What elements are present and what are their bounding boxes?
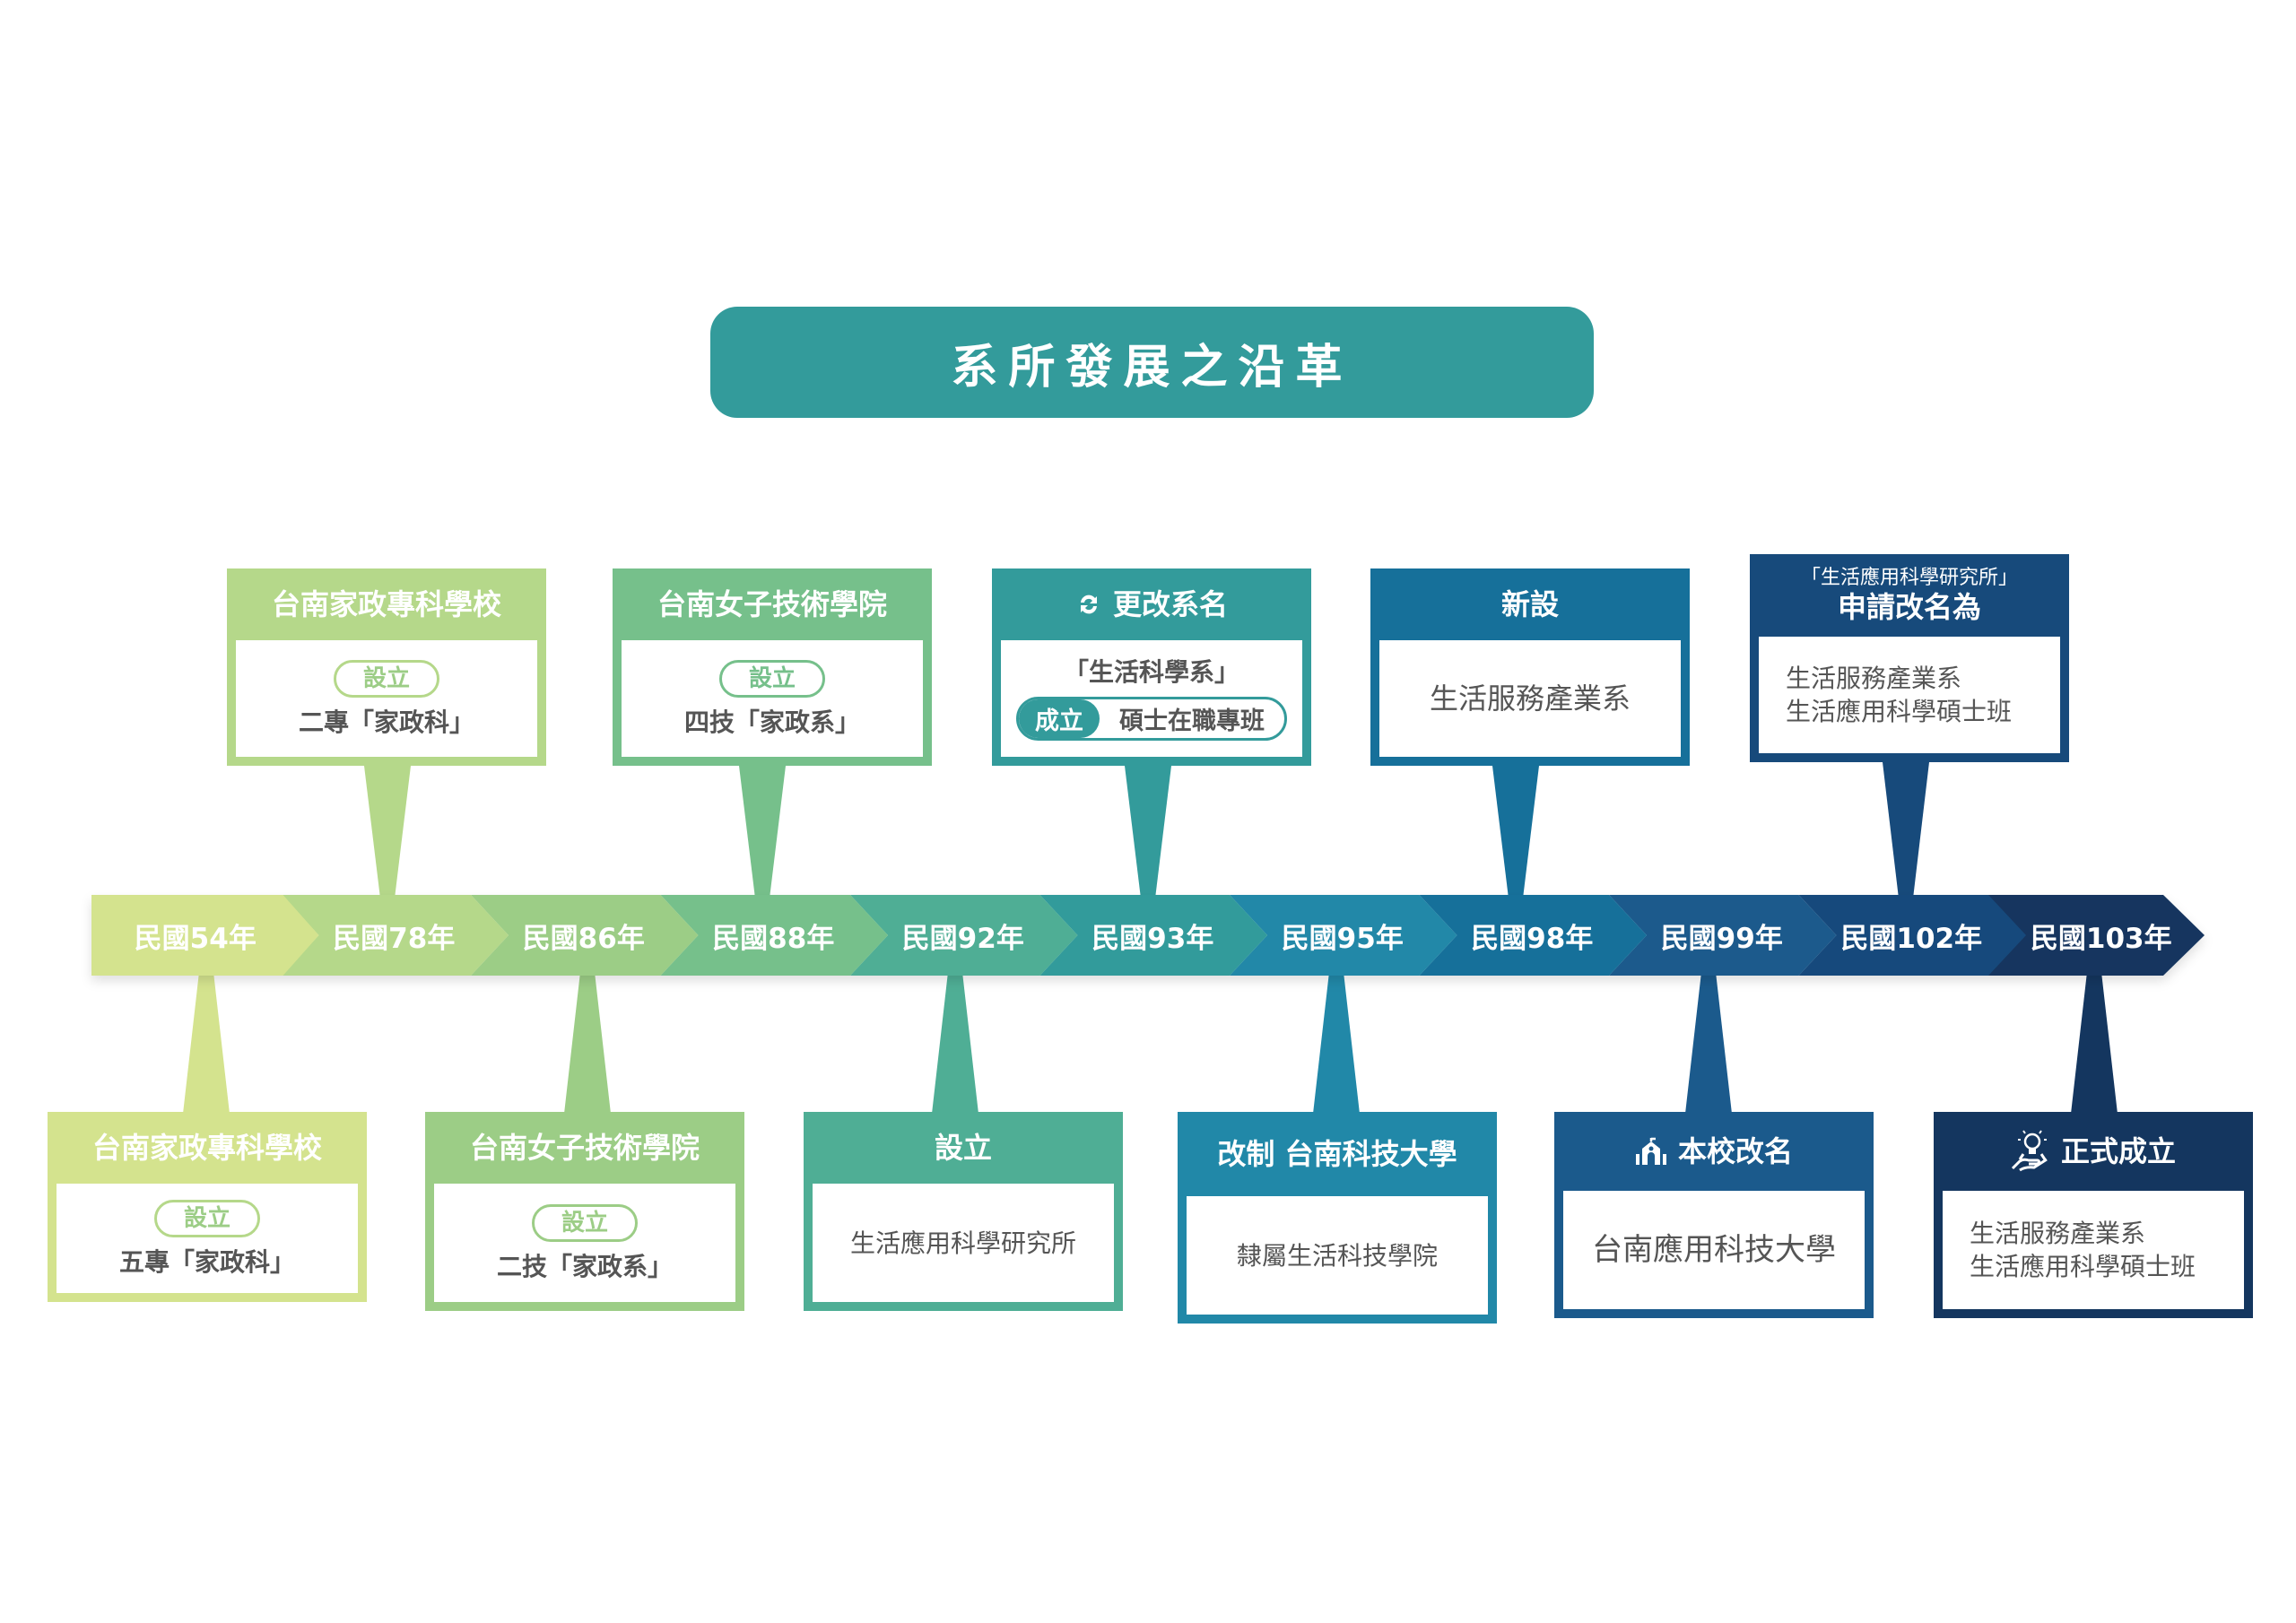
event-card-88: 台南女子技術學院 設立 四技「家政系」 (613, 568, 932, 766)
card-header: 台南女子技術學院 (469, 1130, 700, 1165)
card-body: 生活服務產業系 生活應用科學碩士班 (1759, 637, 2060, 753)
master-program-badge: 成立 碩士在職專班 (1016, 697, 1287, 741)
card-header: 設立 (934, 1130, 992, 1165)
established-pill: 設立 (718, 659, 825, 698)
card-body: 生活應用科學研究所 (813, 1184, 1114, 1302)
event-card-98: 新設 生活服務產業系 (1370, 568, 1690, 766)
timeline-segment (1230, 895, 1457, 976)
timeline-year-label: 民國92年 (901, 923, 1024, 955)
card-connector (1125, 766, 1171, 898)
timeline-segment (281, 895, 509, 976)
timeline-year-label: 民國95年 (1281, 923, 1404, 955)
card-text: 「生活科學系」 (1063, 657, 1239, 687)
timeline-segment (1609, 895, 1837, 976)
title-banner: 系所發展之沿革 (710, 307, 1594, 418)
established-pill: 設立 (333, 659, 439, 698)
card-body: 台南應用科技大學 (1563, 1191, 1865, 1309)
card-text: 五專「家政科」 (118, 1246, 295, 1277)
established-pill: 設立 (531, 1203, 638, 1242)
event-card-103: 正式成立 生活服務產業系 生活應用科學碩士班 (1934, 1112, 2253, 1318)
lightbulb-hand-icon (2011, 1129, 2050, 1174)
card-text: 台南應用科技大學 (1592, 1231, 1836, 1268)
timeline-year-label: 民國98年 (1471, 923, 1594, 955)
card-header: 正式成立 (1934, 1112, 2253, 1191)
timeline-segment (471, 895, 699, 976)
card-connector (564, 972, 611, 1114)
card-connector (932, 972, 978, 1114)
timeline-segment (1798, 895, 2026, 976)
timeline-year-label: 民國78年 (333, 923, 456, 955)
card-text: 二技「家政系」 (496, 1251, 673, 1281)
card-connector (1313, 972, 1360, 1114)
card-header: 改制 台南科技大學 (1217, 1136, 1457, 1171)
card-header-text: 正式成立 (2060, 1133, 2176, 1168)
badge-program: 碩士在職專班 (1119, 707, 1265, 735)
timeline-year-label: 民國103年 (2030, 923, 2172, 955)
card-text-line: 生活服務產業系 (1786, 664, 1962, 693)
card-body: 設立 四技「家政系」 (622, 640, 923, 757)
badge-established: 成立 (1019, 699, 1100, 738)
card-header-text: 更改系名 (1112, 586, 1228, 621)
timeline-segment (850, 895, 1078, 976)
card-connector (1883, 762, 1929, 898)
card-connector (364, 766, 411, 898)
card-text-line: 生活應用科學碩士班 (1970, 1252, 2196, 1281)
refresh-icon (1075, 591, 1102, 618)
card-body: 隸屬生活科技學院 (1187, 1196, 1488, 1315)
timeline-segment (1988, 895, 2205, 976)
timeline-year-label: 民國54年 (134, 923, 257, 955)
timeline-year-label: 民國102年 (1840, 923, 1983, 955)
card-text: 生活應用科學研究所 (849, 1228, 1076, 1258)
card-body: 生活服務產業系 生活應用科學碩士班 (1943, 1191, 2244, 1309)
card-connector (2071, 972, 2118, 1114)
card-connector (1685, 972, 1732, 1114)
card-header-text: 申請改名為 (1837, 590, 1981, 624)
card-header: 台南家政專科學校 (91, 1130, 322, 1165)
card-text: 生活服務產業系 (1429, 681, 1631, 716)
timeline-year-label: 民國93年 (1091, 923, 1214, 955)
card-header: 台南家政專科學校 (271, 586, 501, 621)
card-text: 二專「家政科」 (298, 707, 474, 737)
card-body: 設立 二專「家政科」 (236, 640, 537, 757)
event-card-99: 本校改名 台南應用科技大學 (1554, 1112, 1874, 1318)
card-header-text: 本校改名 (1677, 1133, 1793, 1168)
school-icon (1635, 1136, 1667, 1167)
card-header: 台南女子技術學院 (657, 586, 887, 621)
card-body: 設立 五專「家政科」 (57, 1184, 358, 1293)
card-header: 「生活應用科學研究所」 申請改名為 (1750, 554, 2069, 637)
card-connector (183, 972, 230, 1114)
event-card-86: 台南女子技術學院 設立 二技「家政系」 (425, 1112, 744, 1311)
event-card-93: 更改系名 「生活科學系」 成立 碩士在職專班 (992, 568, 1311, 766)
card-connector (1492, 766, 1539, 898)
card-header: 更改系名 (992, 568, 1311, 640)
card-header-sub: 「生活應用科學研究所」 (1800, 566, 2018, 589)
event-card-92: 設立 生活應用科學研究所 (804, 1112, 1123, 1311)
event-card-54: 台南家政專科學校 設立 五專「家政科」 (48, 1112, 367, 1302)
card-text: 四技「家政系」 (683, 707, 860, 737)
page-title: 系所發展之沿革 (951, 340, 1353, 395)
event-card-102: 「生活應用科學研究所」 申請改名為 生活服務產業系 生活應用科學碩士班 (1750, 554, 2069, 762)
timeline-year-label: 民國88年 (712, 923, 835, 955)
timeline-segment (660, 895, 888, 976)
card-header: 新設 (1500, 586, 1559, 621)
timeline-year-label: 民國86年 (522, 923, 645, 955)
card-body: 設立 二技「家政系」 (434, 1184, 735, 1302)
event-card-78: 台南家政專科學校 設立 二專「家政科」 (227, 568, 546, 766)
card-connector (739, 766, 786, 898)
card-header: 本校改名 (1554, 1112, 1874, 1191)
timeline-segment (1039, 895, 1267, 976)
event-card-95: 改制 台南科技大學 隸屬生活科技學院 (1178, 1112, 1497, 1324)
timeline-year-label: 民國99年 (1660, 923, 1783, 955)
card-body: 「生活科學系」 成立 碩士在職專班 (1001, 640, 1302, 757)
timeline-segment (1419, 895, 1647, 976)
timeline-segment (91, 895, 319, 976)
card-text: 隸屬生活科技學院 (1236, 1240, 1438, 1271)
established-pill: 設立 (153, 1199, 260, 1237)
card-body: 生活服務產業系 (1379, 640, 1681, 757)
card-text-line: 生活服務產業系 (1970, 1219, 2146, 1248)
card-text-line: 生活應用科學碩士班 (1786, 697, 2013, 726)
